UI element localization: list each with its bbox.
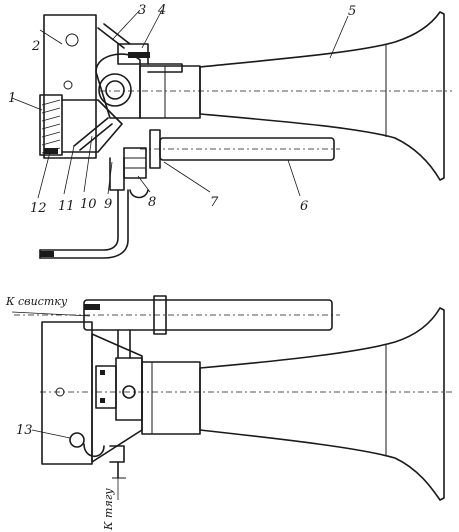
bottom-valve-housing [91,333,143,463]
top-nut-8 [123,147,147,179]
top-view [39,11,452,259]
leader-lines [11,9,349,500]
bottom-valve-block [115,357,143,421]
top-diaphragm-housing [39,94,63,156]
callout-8: 8 [148,195,156,210]
callout-12: 12 [30,201,47,216]
top-side-arm [147,63,183,73]
note-to-light: К свистку [5,295,68,308]
bottom-tube-nut [153,295,167,335]
top-foot-nut [129,189,149,199]
bottom-inspection-plate [95,365,117,409]
bottom-cable-outlet [109,445,125,463]
bottom-view [14,295,452,501]
top-inlet-pipe [97,27,125,49]
top-bent-pipe-outer [39,189,119,251]
top-valve-ring-outer [98,73,132,107]
top-valve-lever-frame [61,99,123,153]
bottom-drain-fitting [83,443,105,458]
top-bolt-hole [65,33,79,47]
bottom-drain-plug-13 [69,432,85,448]
bottom-small-hole [55,387,65,397]
top-valve-body [95,53,141,119]
callout-9: 9 [104,197,112,212]
callout-11: 11 [58,199,75,214]
top-small-hole [63,80,73,90]
top-valve-ring-inner [105,80,125,100]
top-diaphragm-hatching [41,99,61,154]
callout-6: 6 [300,199,308,214]
top-valve-stem [73,117,109,147]
callout-13: 13 [16,423,33,438]
callout-2: 2 [31,39,40,54]
note-to-drum: К тягу [102,488,115,531]
bottom-horn-bell [199,307,445,501]
top-foot-post [109,157,125,191]
bottom-horn-collar [141,361,201,435]
callout-3: 3 [138,3,146,18]
callout-7: 7 [210,195,219,210]
callout-10: 10 [80,197,97,212]
top-horn-collar [139,65,201,119]
top-bent-pipe-inner [39,189,129,259]
callout-5: 5 [348,4,356,19]
bottom-bracket-plate [41,321,93,465]
callout-numbers: 2 3 4 5 1 12 11 10 9 8 7 6 13 [8,3,356,438]
top-nut-7 [149,129,161,169]
callout-1: 1 [8,91,16,106]
top-horn-bell [199,11,445,181]
callout-4: 4 [157,3,166,18]
bottom-valve-bolt [122,385,136,399]
top-bracket-plate [43,14,97,159]
